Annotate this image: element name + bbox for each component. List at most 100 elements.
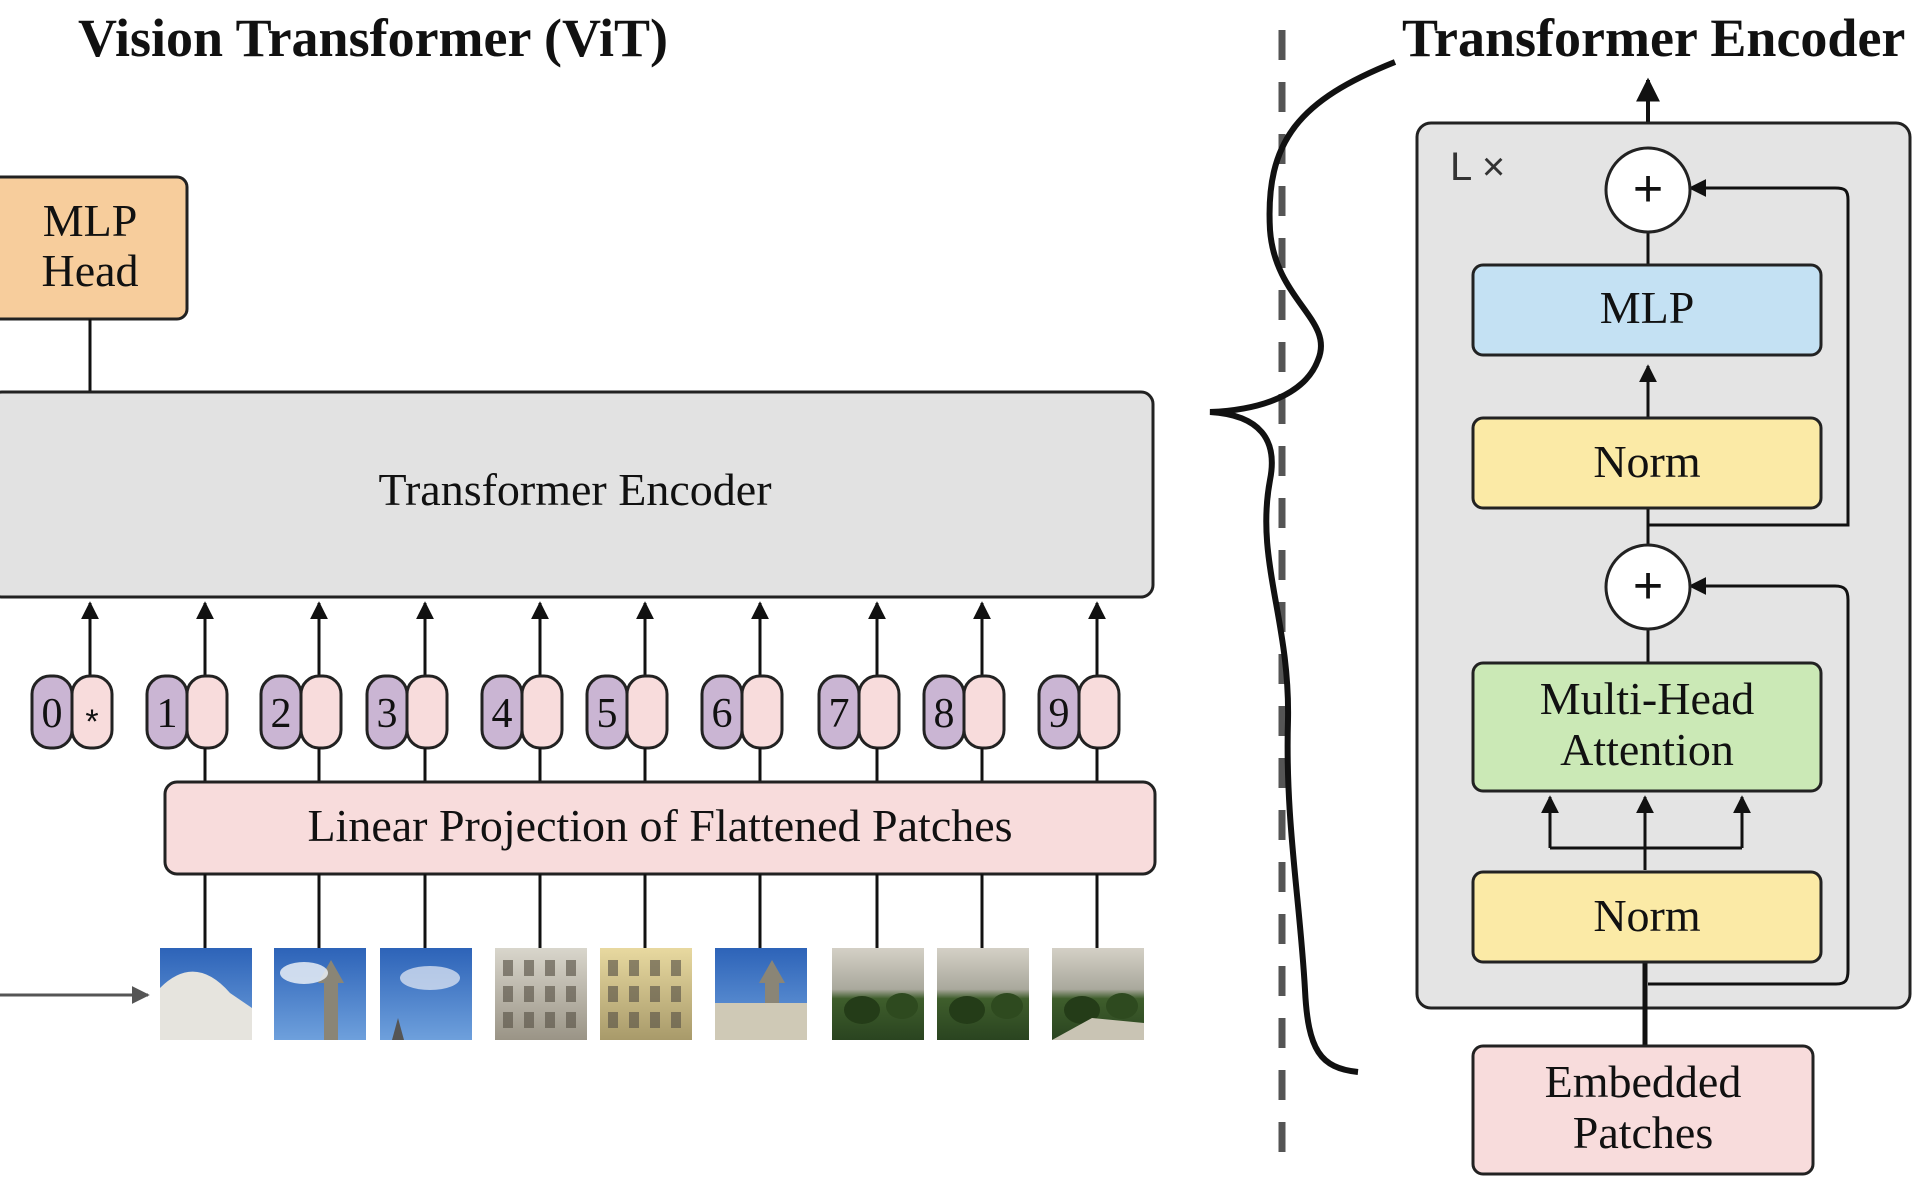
embedded-patches-block: Embedded Patches — [1471, 1044, 1815, 1176]
add-symbol-top: + — [1633, 160, 1663, 218]
position-index: 8 — [934, 691, 955, 737]
patch-embedding — [70, 674, 114, 750]
mha-label-line1: Multi-Head — [1540, 673, 1755, 724]
facade-shape — [715, 1003, 807, 1040]
patch-embedding — [520, 674, 564, 750]
curly-brace — [1209, 59, 1397, 1075]
embedded-label-line1: Embedded — [1545, 1056, 1742, 1107]
position-index: 2 — [271, 691, 292, 737]
token-pair-5: 5 — [585, 601, 669, 782]
patch-embedding — [1077, 674, 1121, 750]
patch-embedding — [299, 674, 343, 750]
sky-patch — [380, 874, 472, 1040]
dome-sky-patch — [160, 874, 252, 1040]
tree-shape — [1106, 993, 1138, 1019]
window-shape — [629, 986, 639, 1002]
position-index: 7 — [829, 691, 850, 737]
patch-embedding — [857, 674, 901, 750]
norm-block-top: Norm — [1471, 416, 1823, 510]
window-shape — [524, 960, 534, 976]
repeat-label: L × — [1450, 145, 1505, 189]
garden-patch — [937, 874, 1029, 1040]
tree-shape — [991, 993, 1023, 1019]
class-token-mark: * — [85, 703, 98, 741]
yellow-facade-patch — [600, 874, 692, 1040]
window-shape — [629, 1012, 639, 1028]
spire-shape — [759, 960, 785, 983]
window-shape — [650, 986, 660, 1002]
linear-projection-block: Linear Projection of Flattened Patches — [163, 780, 1157, 876]
tower-tip-shape — [392, 1018, 404, 1040]
transformer-encoder-label: Transformer Encoder — [378, 464, 771, 515]
window-shape — [503, 986, 513, 1002]
window-shape — [650, 1012, 660, 1028]
norm-bottom-label: Norm — [1593, 890, 1701, 941]
cloud-shape — [280, 962, 328, 984]
embedded-label-line2: Patches — [1573, 1107, 1714, 1158]
patch-layer — [160, 874, 1144, 1040]
token-pair-4: 4 — [480, 601, 564, 782]
tower-shape — [324, 978, 338, 1040]
encoder-detail-title: Transformer Encoder — [1402, 8, 1905, 68]
tree-shape — [949, 996, 985, 1024]
token-pair-6: 6 — [700, 601, 784, 782]
mlp-head-label-line1: MLP — [43, 195, 138, 246]
tree-shape — [1064, 996, 1100, 1024]
residual-bottom — [1648, 577, 1850, 986]
residual-top — [1648, 179, 1850, 527]
mha-label-line2: Attention — [1560, 724, 1734, 775]
sky-tower-patch — [274, 874, 366, 1040]
token-pair-0: 0* — [30, 601, 114, 750]
position-index: 9 — [1049, 691, 1070, 737]
window-shape — [524, 986, 534, 1002]
position-index: 3 — [377, 691, 398, 737]
patch-embedding — [405, 674, 449, 750]
mlp-block: MLP — [1471, 263, 1823, 357]
window-shape — [671, 1012, 681, 1028]
window-shape — [608, 960, 618, 976]
patch-embedding — [740, 674, 784, 750]
mlp-head-label-line2: Head — [41, 245, 138, 296]
window-shape — [629, 960, 639, 976]
tree-shape — [886, 993, 918, 1019]
facade-patch — [495, 874, 587, 1040]
position-index: 4 — [492, 691, 513, 737]
window-shape — [566, 1012, 576, 1028]
transformer-encoder-block: Transformer Encoder — [0, 390, 1155, 599]
patch-image — [937, 948, 1029, 1040]
add-circle-bottom: + — [1604, 543, 1692, 631]
multi-head-attention-block: Multi-Head Attention — [1471, 661, 1823, 793]
position-index: 0 — [42, 691, 63, 737]
window-shape — [671, 960, 681, 976]
garden-path-patch — [1052, 874, 1144, 1040]
window-shape — [566, 960, 576, 976]
patch-embedding — [185, 674, 229, 750]
window-shape — [503, 960, 513, 976]
token-pair-3: 3 — [365, 601, 449, 782]
position-index: 6 — [712, 691, 733, 737]
mlp-head-block: MLP Head — [0, 175, 189, 321]
norm-block-bottom: Norm — [1471, 870, 1823, 964]
patch-embedding — [625, 674, 669, 750]
patch-embedding — [962, 674, 1006, 750]
patch-image — [274, 948, 366, 1040]
window-shape — [545, 986, 555, 1002]
window-shape — [545, 960, 555, 976]
patch-image — [832, 948, 924, 1040]
norm-top-label: Norm — [1593, 436, 1701, 487]
window-shape — [608, 1012, 618, 1028]
tower-facade-patch — [715, 874, 807, 1040]
window-shape — [503, 1012, 513, 1028]
window-shape — [566, 986, 576, 1002]
token-pair-8: 8 — [922, 601, 1006, 782]
position-index: 1 — [157, 691, 178, 737]
vit-title: Vision Transformer (ViT) — [78, 8, 668, 68]
window-shape — [545, 1012, 555, 1028]
add-symbol-bottom: + — [1633, 557, 1663, 615]
add-circle-top: + — [1604, 146, 1692, 234]
patch-image — [380, 948, 472, 1040]
building-shape — [160, 971, 252, 1040]
token-pair-9: 9 — [1037, 601, 1121, 782]
path-shape — [1052, 1018, 1144, 1040]
